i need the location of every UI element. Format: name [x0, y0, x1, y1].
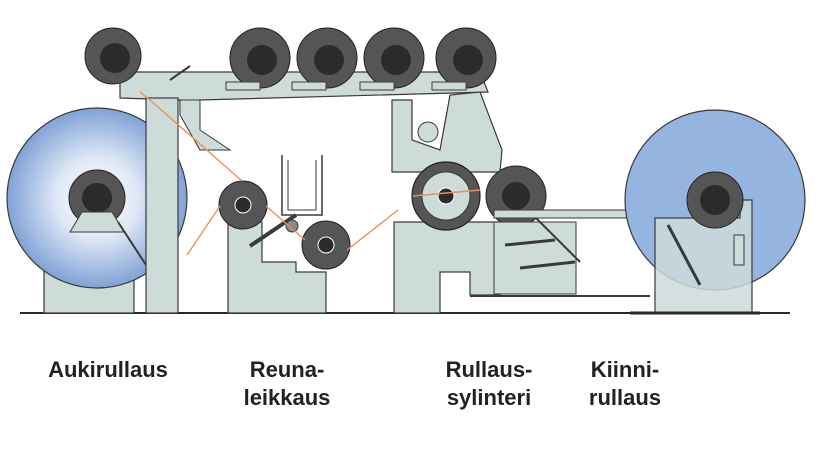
unwind-label-text: Aukirullaus	[48, 357, 168, 382]
beam-actuator	[291, 81, 327, 91]
knife-arm	[248, 213, 298, 248]
knife-roll-core	[317, 236, 335, 254]
winding-frame	[393, 221, 501, 314]
unwind-arm	[69, 211, 125, 233]
edge-trim-station	[218, 155, 351, 314]
slitter-rewinder-diagram	[6, 27, 806, 315]
unwind-station	[6, 107, 188, 314]
winding-cylinder-core	[437, 187, 455, 205]
trim-chute-inner	[287, 160, 317, 211]
beam-lever	[169, 65, 191, 81]
rewind-roll-core	[700, 185, 730, 215]
trim-chute	[281, 155, 323, 216]
beam-actuator	[431, 81, 467, 91]
winding-label-line1: Rullaus-	[445, 357, 533, 382]
rewind-label-line1: Kiinni-	[590, 357, 660, 382]
top-roll	[435, 27, 497, 89]
winding-piston	[519, 260, 576, 270]
top-roll	[363, 27, 425, 89]
beam-actuator	[225, 81, 261, 91]
top-roll	[84, 27, 142, 85]
rewind-cylinder	[666, 224, 702, 286]
edge-trim-label-line2: leikkaus	[243, 385, 331, 410]
top-roll	[296, 27, 358, 89]
frame-pivot	[417, 121, 439, 143]
top-rolls	[84, 27, 497, 91]
rewind-station	[624, 109, 806, 315]
rewind-label: Kiinni- rullaus	[570, 356, 680, 412]
knife-holder	[285, 219, 299, 233]
unwind-label: Aukirullaus	[28, 356, 188, 384]
unwind-strut	[117, 221, 149, 269]
unwind-roll-core	[82, 183, 112, 213]
beam-actuator	[359, 81, 395, 91]
rewind-label-line2: rullaus	[588, 385, 662, 410]
edge-trim-label: Reuna- leikkaus	[222, 356, 352, 412]
right-column	[391, 91, 503, 173]
trim-roll-core	[234, 196, 252, 214]
winding-arm	[527, 209, 581, 263]
top-roll	[229, 27, 291, 89]
left-column	[145, 97, 179, 314]
winding-cylinder-label: Rullaus- sylinteri	[424, 356, 554, 412]
rider-roll-core	[502, 182, 530, 210]
web-path	[139, 91, 481, 256]
winding-piston	[504, 238, 556, 247]
winding-label-line2: sylinteri	[446, 385, 532, 410]
winding-station	[393, 161, 665, 314]
rewind-control	[733, 234, 745, 266]
edge-trim-label-line1: Reuna-	[249, 357, 325, 382]
winding-cabinet	[493, 221, 577, 295]
inner-bracket	[179, 99, 232, 151]
